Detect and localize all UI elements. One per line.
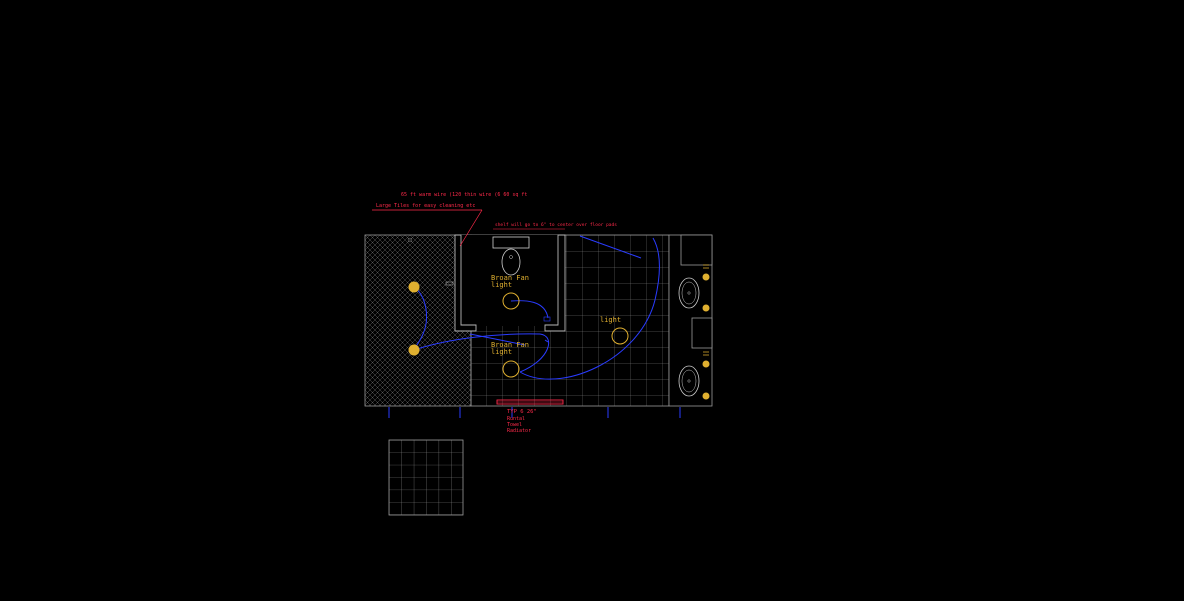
radiator-label-line3: Radiator: [507, 428, 531, 434]
fan2-label-line1: Broan Fan: [491, 341, 529, 349]
toilet-room-right-wall: [544, 234, 566, 332]
shower-drain: [407, 237, 413, 243]
fan1-label-line2: light: [491, 281, 512, 289]
vanity-light-4: [702, 392, 710, 400]
fan2-label-line2: light: [491, 348, 512, 356]
large-tiles-note: Large Tiles for easy cleaning etc: [376, 203, 475, 209]
vanity-cabinet-top: [680, 234, 713, 266]
broan-fan-light-2-icon: [502, 360, 520, 378]
toilet-tank: [492, 236, 530, 249]
vanity-light-3: [702, 360, 710, 368]
shower-hatched-floor: [364, 234, 472, 407]
radiator-size-label: TYP 6 26": [507, 409, 537, 415]
sink-lower: [678, 365, 700, 397]
shower-head-lower: [408, 344, 420, 356]
ceiling-light-icon: [611, 327, 629, 345]
dimension-ticks: [388, 407, 681, 418]
vanity-cabinet-middle: [691, 317, 713, 349]
electrical-wiring: [413, 235, 660, 380]
wall-outlet-right: [543, 316, 551, 322]
vanity-light-2: [702, 304, 710, 312]
toilet-room-floor: [459, 235, 561, 326]
sink-upper: [678, 277, 700, 309]
tile-sample: [388, 439, 464, 516]
toilet-room-left-wall: [454, 234, 477, 332]
wall-outlet-left: [445, 281, 454, 286]
toilet-bowl: [501, 248, 521, 276]
radiator-label-line1: Runtal: [507, 416, 525, 422]
tile-note-arrow: [459, 209, 483, 247]
radiator-label-line2: Towel: [507, 422, 522, 428]
light-label: light: [600, 316, 621, 324]
vanity-light-1: [702, 273, 710, 281]
fan1-label-line1: Broan Fan: [491, 274, 529, 282]
floor-heat-note: 65 ft warm wire (120 thin wire (6 60 sq …: [401, 192, 527, 198]
broan-fan-light-1-icon: [502, 292, 520, 310]
shower-head-upper: [408, 281, 420, 293]
shelf-note: shelf will go to 6" to center over floor…: [495, 222, 617, 228]
